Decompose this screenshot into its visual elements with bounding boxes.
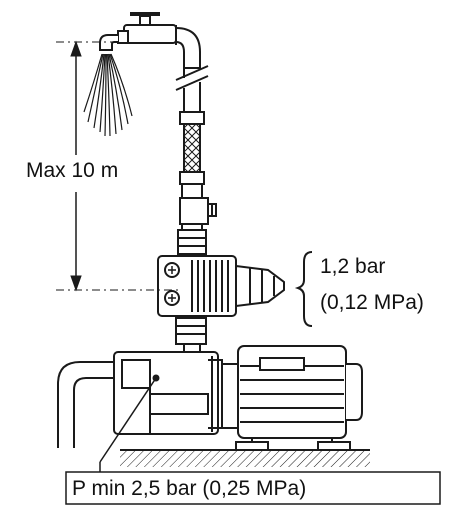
- pump-body: [113, 351, 223, 435]
- max-height-label: Max 10 m: [26, 159, 119, 182]
- height-dimension: [56, 40, 180, 292]
- min-inlet-pressure-label: P min 2,5 bar (0,25 MPa): [72, 477, 307, 500]
- check-valve: [177, 171, 217, 255]
- gauge-icon: [164, 262, 180, 306]
- faucet-icon: [99, 12, 201, 69]
- inlet-label-frame: [65, 471, 441, 505]
- ground-base: [120, 449, 370, 467]
- set-pressure-bar-label: 1,2 bar: [320, 255, 386, 278]
- discharge-pipe: [175, 65, 209, 125]
- motor: [221, 345, 363, 451]
- pressure-brace: [294, 251, 313, 327]
- set-pressure-mpa-label: (0,12 MPa): [320, 291, 424, 314]
- lower-coupling: [175, 317, 207, 355]
- inlet-pressure-leader: [99, 374, 160, 474]
- water-spray-icon: [83, 53, 133, 137]
- inlet-pipe: [57, 361, 120, 448]
- flexible-hose: [183, 123, 201, 173]
